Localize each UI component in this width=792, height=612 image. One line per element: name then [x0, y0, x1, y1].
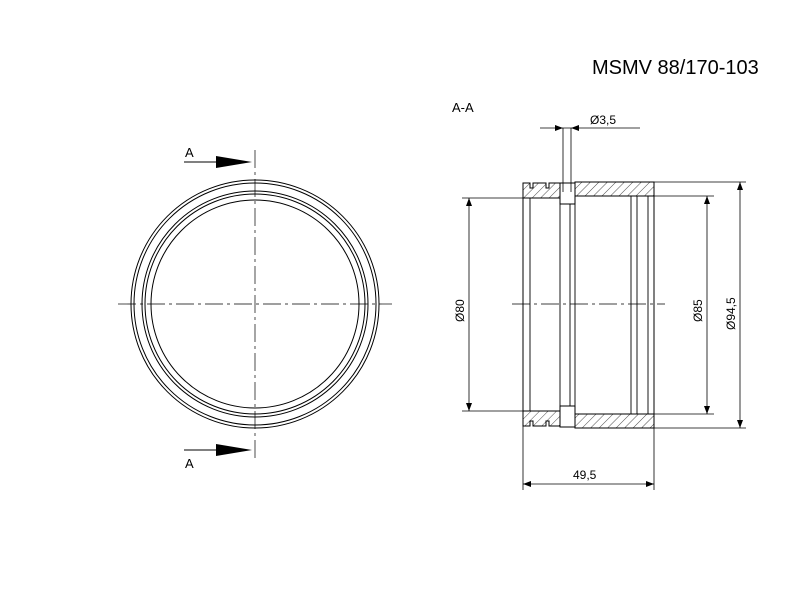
section-label: A-A: [452, 100, 474, 115]
front-view: [118, 150, 392, 462]
bottom-wall-left: [522, 410, 561, 427]
dim-groove-diameter: Ø3,5: [590, 113, 616, 127]
cut-marker-top-label: A: [185, 145, 194, 160]
section-view: [512, 128, 665, 429]
dim-length: 49,5: [573, 468, 597, 482]
groove-slot-bottom: [559, 405, 576, 428]
top-wall-right: [574, 181, 655, 197]
top-wall-left: [522, 182, 561, 199]
bottom-wall-right: [574, 413, 655, 429]
cut-marker-bottom-label: A: [185, 456, 194, 471]
cut-marker-bottom-arrow: [184, 444, 252, 456]
drawing-title: MSMV 88/170-103: [592, 57, 759, 79]
cut-marker-top-arrow: [184, 156, 252, 168]
dim-inner-diameter: Ø80: [453, 299, 467, 322]
dimension-lines: [462, 125, 746, 490]
dim-outer-diameter: Ø94,5: [724, 297, 738, 330]
groove-slot-top: [559, 182, 576, 205]
dim-mid-diameter: Ø85: [691, 299, 705, 322]
